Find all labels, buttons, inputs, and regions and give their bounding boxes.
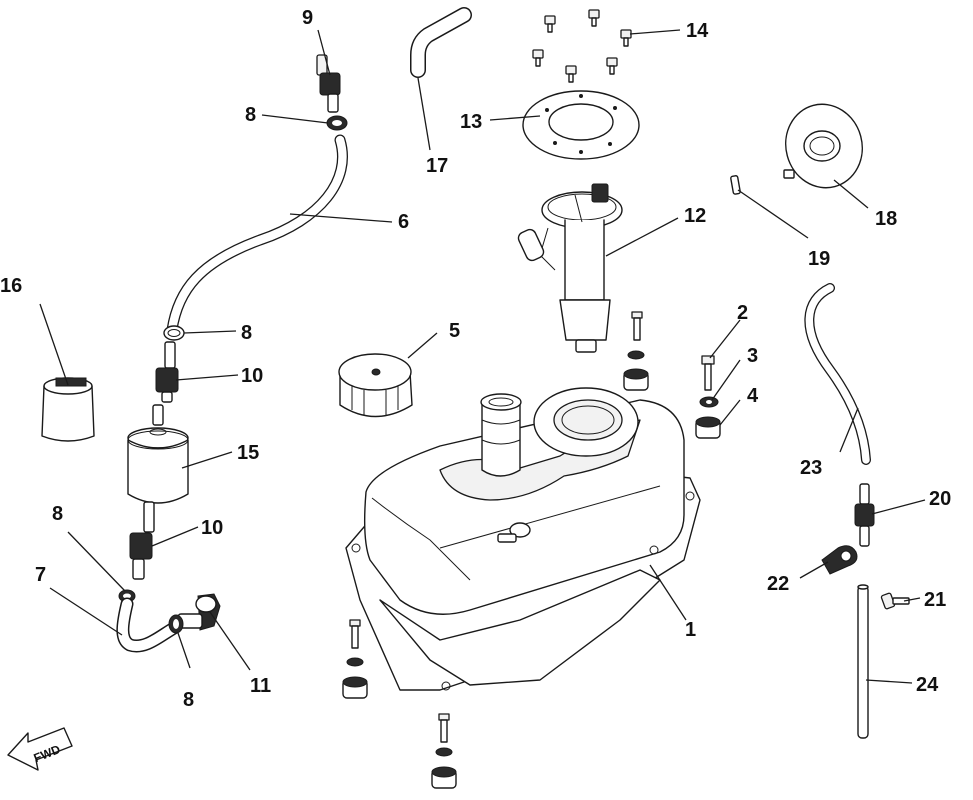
mount-set-upper [623, 311, 649, 391]
callout-24: 24 [916, 674, 939, 696]
callout-8-top: 8 [245, 104, 256, 126]
callout-18: 18 [875, 208, 897, 230]
callout-labels: 1 2 3 4 5 6 7 8 8 8 8 9 10 10 11 12 13 1… [0, 7, 951, 711]
bolt-14-1 [544, 15, 556, 33]
callout-1: 1 [685, 619, 696, 641]
callout-16: 16 [0, 275, 22, 297]
screw-21 [880, 592, 910, 610]
bolt-14-5 [565, 65, 577, 83]
callout-19: 19 [808, 248, 830, 270]
callout-6: 6 [398, 211, 409, 233]
callout-8-bottom: 8 [183, 689, 194, 711]
callout-4: 4 [747, 385, 759, 407]
callout-2: 2 [737, 302, 748, 324]
fuel-cap-5 [338, 353, 413, 418]
drain-tube-24 [857, 584, 869, 739]
callout-15: 15 [237, 442, 259, 464]
bolts-14 [532, 9, 632, 83]
callout-8-left: 8 [52, 503, 63, 525]
callout-8-mid: 8 [241, 322, 252, 344]
short-hose-7 [116, 597, 181, 653]
fuel-pump-12 [517, 183, 623, 353]
callout-12: 12 [684, 205, 706, 227]
clip-22 [821, 545, 858, 575]
hose-clamp-8d [168, 614, 184, 634]
strap-band-16 [41, 377, 95, 442]
callout-10-lower: 10 [201, 517, 223, 539]
fuel-hose-6 [166, 134, 348, 336]
bolt-14-6 [606, 57, 618, 75]
bolt-2 [701, 355, 715, 391]
hose-clamp-8b [163, 325, 185, 341]
callout-3: 3 [747, 345, 758, 367]
callout-20: 20 [929, 488, 951, 510]
callout-14: 14 [686, 20, 709, 42]
callout-23: 23 [800, 457, 822, 479]
rubber-mount-4 [695, 416, 721, 439]
callout-11: 11 [250, 675, 271, 697]
elbow-fitting-11 [177, 593, 221, 631]
retainer-ring-13 [522, 90, 640, 160]
quick-connector-10b [129, 532, 153, 580]
bolt-14-3 [620, 29, 632, 47]
hose-clamp-8a [326, 115, 348, 131]
check-valve-20 [854, 483, 875, 547]
leader-lines [39, 29, 926, 684]
callout-22: 22 [767, 573, 789, 595]
gasket-18 [783, 103, 863, 189]
fuel-tank-1 [345, 387, 701, 691]
callout-9: 9 [302, 7, 313, 29]
callout-5: 5 [449, 320, 460, 342]
bolt-14-2 [588, 9, 600, 27]
breather-hose-23 [804, 283, 871, 465]
quick-connector-10a [155, 341, 179, 403]
fuel-filter-15 [127, 404, 189, 533]
fuel-connector-9 [316, 54, 341, 113]
fwd-direction-badge: FWD [7, 727, 73, 771]
callout-17: 17 [426, 155, 448, 177]
callout-13: 13 [460, 111, 482, 133]
mount-set-bottom [431, 713, 457, 789]
fwd-arrow-icon [7, 727, 73, 771]
vent-hose-17 [410, 7, 472, 78]
callout-10-upper: 10 [241, 365, 263, 387]
callout-7: 7 [35, 564, 46, 586]
bolt-14-4 [532, 49, 544, 67]
mount-set-left [342, 619, 368, 699]
washer-3 [699, 396, 719, 408]
callout-21: 21 [924, 589, 946, 611]
pin-19 [730, 175, 741, 195]
